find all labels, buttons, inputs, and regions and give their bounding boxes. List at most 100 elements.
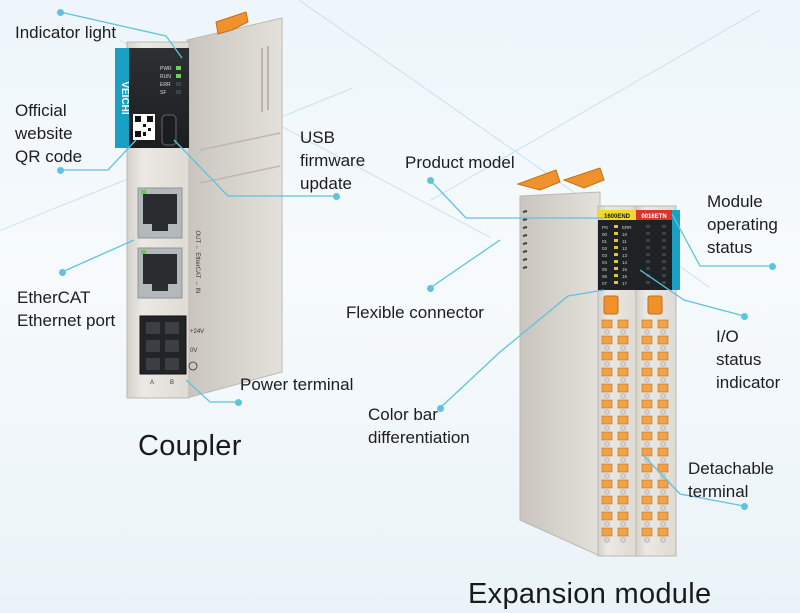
ethercat-port-out — [137, 187, 183, 239]
terminal-release-tab — [617, 415, 629, 425]
channel-label: 17 — [622, 281, 628, 286]
channel-label: 05 — [602, 267, 608, 272]
terminal-release-tab — [601, 495, 613, 505]
io-led — [646, 267, 650, 270]
terminal-wire-hole — [620, 409, 626, 415]
terminal-release-tab — [601, 431, 613, 441]
terminal-wire-hole — [604, 457, 610, 463]
terminal-release-tab — [601, 399, 613, 409]
coupler-device: VEICHI PWR RUN ERR SF — [115, 11, 283, 399]
channel-label: 14 — [622, 260, 628, 265]
terminal-release-tab — [601, 319, 613, 329]
terminal-wire-hole — [644, 409, 650, 415]
expansion-vents — [522, 210, 528, 269]
io-led — [662, 260, 666, 263]
io-led — [646, 281, 650, 284]
callout-ethercat-port: EtherCAT Ethernet port — [17, 288, 116, 330]
terminal-wire-hole — [644, 441, 650, 447]
terminal-release-tab — [657, 399, 669, 409]
terminal-wire-hole — [604, 393, 610, 399]
color-bar-red — [636, 210, 672, 220]
io-status-panel-right — [636, 210, 672, 290]
model-label-left: 1600END — [604, 214, 631, 220]
terminal-release-tab — [657, 351, 669, 361]
io-led — [646, 239, 650, 242]
port-label: A — [150, 380, 154, 386]
coupler-top-clip — [215, 11, 249, 35]
terminal-release-tab — [601, 511, 613, 521]
terminal-release-tab — [617, 431, 629, 441]
terminal-wire-hole — [644, 393, 650, 399]
coupler-vents — [261, 46, 269, 112]
terminal-release-tab — [617, 399, 629, 409]
terminal-release-tab — [641, 319, 653, 329]
terminal-release-tab — [657, 431, 669, 441]
terminal-release-tab — [617, 367, 629, 377]
coupler-title: Coupler — [138, 430, 242, 462]
io-led — [662, 274, 666, 277]
io-led — [662, 246, 666, 249]
channel-label: ERR — [622, 225, 632, 230]
terminal-wire-hole — [660, 489, 666, 495]
terminal-release-tab — [657, 463, 669, 473]
power-terminal-block — [139, 315, 187, 375]
callout-dot — [769, 263, 776, 270]
io-led — [662, 239, 666, 242]
io-led — [614, 281, 618, 284]
terminal-release-tab — [617, 447, 629, 457]
led-label: RUN — [160, 74, 171, 80]
channel-label: PS — [602, 225, 608, 230]
terminal-release-tab — [601, 479, 613, 489]
ethercat-port-in — [137, 247, 183, 299]
expansion-side-panel — [519, 191, 601, 557]
terminal-wire-hole — [620, 329, 626, 335]
terminal-wire-hole — [660, 425, 666, 431]
callout-detachable-terminal: Detachable terminal — [688, 459, 775, 501]
callout-dot — [57, 167, 64, 174]
terminal-release-tab — [657, 383, 669, 393]
terminal-wire-hole — [604, 329, 610, 335]
terminal-wire-hole — [620, 505, 626, 511]
terminal-wire-hole — [620, 457, 626, 463]
channel-label: 00 — [602, 232, 608, 237]
terminal-wire-hole — [604, 473, 610, 479]
terminal-wire-hole — [620, 345, 626, 351]
color-bar-yellow — [598, 210, 636, 220]
callout-flexible-connector: Flexible connector — [346, 303, 484, 322]
terminal-wire-hole — [660, 537, 666, 543]
terminal-release-tab — [617, 495, 629, 505]
terminal-wire-hole — [604, 441, 610, 447]
io-led — [646, 246, 650, 249]
terminal-release-tab — [617, 511, 629, 521]
io-led — [614, 274, 618, 277]
channel-label: 07 — [602, 281, 608, 286]
color-bar-teal — [672, 210, 680, 290]
io-led — [662, 267, 666, 270]
terminal-release-tab — [641, 335, 653, 345]
terminal-wire-hole — [620, 521, 626, 527]
callout-dot — [427, 285, 434, 292]
led-label: PWR — [160, 66, 172, 72]
terminal-wire-hole — [620, 393, 626, 399]
terminal-wire-hole — [660, 457, 666, 463]
terminal-label: +24V — [190, 329, 204, 335]
terminal-wire-hole — [620, 377, 626, 383]
terminal-release-tab — [617, 383, 629, 393]
terminal-wire-hole — [620, 473, 626, 479]
qr-code — [133, 114, 155, 140]
callout-dot — [235, 399, 242, 406]
ethercat-side-text: OUT ← EtherCAT → IN — [194, 230, 200, 293]
terminal-release-tab — [641, 431, 653, 441]
terminal-wire-hole — [644, 505, 650, 511]
channel-label: 03 — [602, 253, 608, 258]
terminal-wire-hole — [660, 409, 666, 415]
terminal-wire-hole — [660, 505, 666, 511]
terminal-release-tab — [617, 463, 629, 473]
terminal-wire-hole — [620, 361, 626, 367]
terminal-release-tab — [641, 383, 653, 393]
terminal-release-tab — [617, 335, 629, 345]
terminal-wire-hole — [644, 377, 650, 383]
